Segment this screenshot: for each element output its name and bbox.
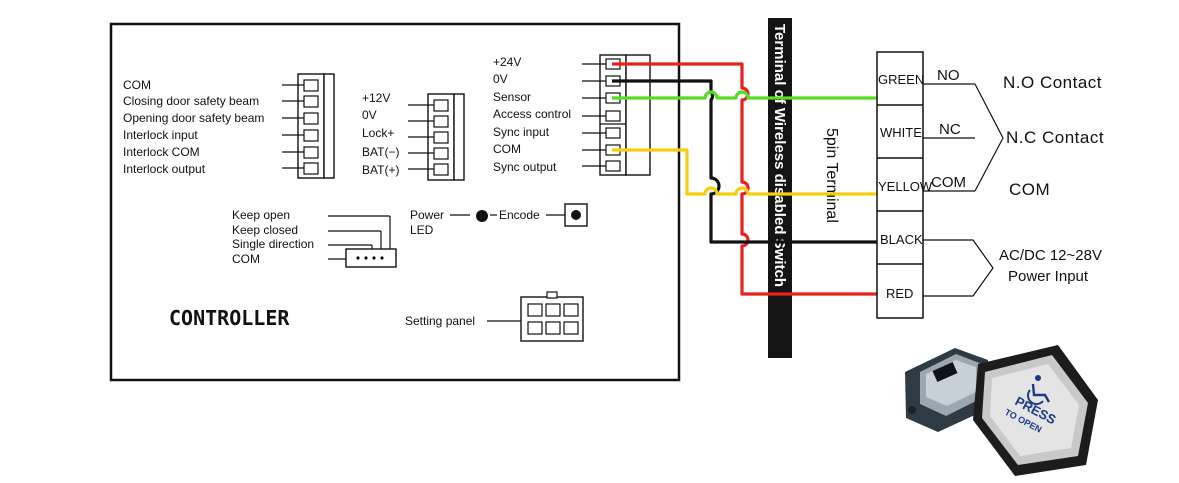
label-sensor: Sensor <box>493 90 531 104</box>
label-lock-plus: Lock+ <box>362 126 394 140</box>
switch-terminal-block <box>876 51 924 319</box>
green-wire <box>612 90 878 100</box>
contact-com-long: COM <box>1009 180 1050 199</box>
label-right-com: COM <box>493 142 521 156</box>
label-left-com: COM <box>123 78 151 92</box>
label-power: Power <box>410 208 444 222</box>
label-sync-input: Sync input <box>493 125 550 139</box>
wireless-terminal-label: Terminal of Wireless disabled Switch <box>771 24 788 287</box>
pin-green: GREEN <box>878 72 924 87</box>
label-led: LED <box>410 223 434 237</box>
label-interlock-output: Interlock output <box>123 162 206 176</box>
wireless-terminal-bar <box>768 18 792 358</box>
black-wire <box>612 79 878 244</box>
label-mid-0v: 0V <box>362 108 377 122</box>
setting-panel-connector <box>520 291 584 342</box>
mode-selector-connector <box>328 215 397 268</box>
label-closing-safety-beam: Closing door safety beam <box>123 94 259 108</box>
power-led-icon <box>476 210 488 222</box>
label-bat-plus: BAT(+) <box>362 163 399 177</box>
contact-nc-short: NC <box>939 121 961 138</box>
receiver-module-image <box>905 348 990 432</box>
wheelchair-icon <box>1035 375 1041 381</box>
encode-button-dot-icon <box>571 210 581 220</box>
pin-yellow: YELLOW <box>878 179 933 194</box>
label-keep-open: Keep open <box>232 208 290 222</box>
label-plus12v: +12V <box>362 91 390 105</box>
five-pin-label: 5pin Terminal <box>823 128 840 223</box>
contact-no-long: N.O Contact <box>1003 73 1102 92</box>
label-mode-com: COM <box>232 252 260 266</box>
label-keep-closed: Keep closed <box>232 223 298 237</box>
mid-terminal-block <box>408 93 465 181</box>
contact-com-short: COM <box>931 174 966 191</box>
label-sync-output: Sync output <box>493 160 557 174</box>
left-terminal-block <box>282 73 335 179</box>
label-single-direction: Single direction <box>232 237 314 251</box>
contact-nc-long: N.C Contact <box>1006 128 1104 147</box>
label-encode: Encode <box>499 208 540 222</box>
yellow-wire <box>612 148 878 196</box>
power-input-line1: AC/DC 12~28V <box>999 247 1102 264</box>
power-input-line2: Power Input <box>1008 268 1089 285</box>
pin-white: WHITE <box>880 125 922 140</box>
label-access-control: Access control <box>493 107 571 121</box>
label-interlock-com: Interlock COM <box>123 145 200 159</box>
contact-no-short: NO <box>937 67 960 84</box>
controller-box <box>109 22 681 382</box>
press-to-open-button-image: PRESS TO OPEN <box>973 345 1098 476</box>
label-bat-minus: BAT(−) <box>362 145 399 159</box>
pin-red: RED <box>886 286 913 301</box>
label-interlock-input: Interlock input <box>123 128 198 142</box>
label-opening-safety-beam: Opening door safety beam <box>123 111 264 125</box>
label-right-0v: 0V <box>493 72 508 86</box>
label-setting-panel: Setting panel <box>405 314 475 328</box>
label-plus24v: +24V <box>493 55 521 69</box>
controller-title: CONTROLLER <box>169 306 290 330</box>
pin-black: BLACK <box>880 232 923 247</box>
